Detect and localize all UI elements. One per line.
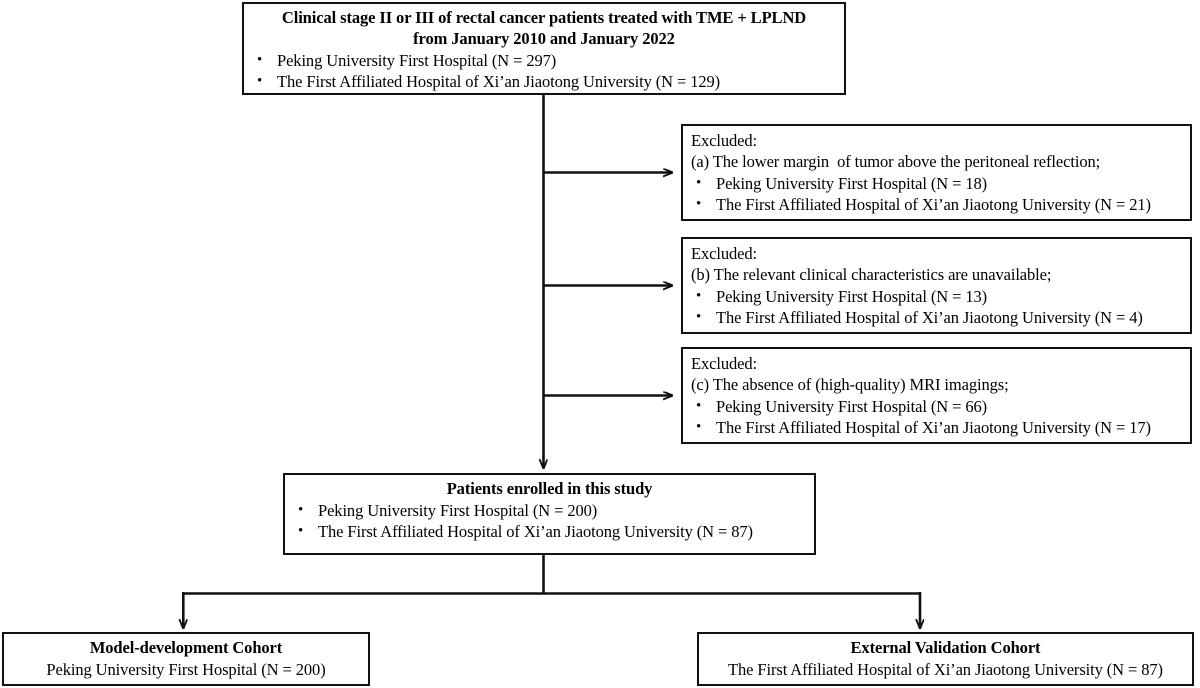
excluded-a-criterion: (a) The lower margin of tumor above the … bbox=[691, 152, 1101, 172]
excluded-c-heading: Excluded: bbox=[691, 354, 757, 373]
list-item-label: The First Affiliated Hospital of Xi’an J… bbox=[716, 308, 1143, 328]
box-eligible-population: Clinical stage II or III of rectal cance… bbox=[242, 2, 846, 95]
box-excluded-b: Excluded: (b) The relevant clinical char… bbox=[681, 237, 1192, 334]
bullet-icon: • bbox=[696, 174, 702, 191]
patients-enrolled-title: Patients enrolled in this study bbox=[446, 479, 653, 498]
bullet-icon: • bbox=[696, 397, 702, 414]
box-patients-enrolled: Patients enrolled in this study • Peking… bbox=[283, 473, 816, 555]
list-item: • Peking University First Hospital (N = … bbox=[293, 500, 806, 521]
bullet-icon: • bbox=[298, 501, 304, 518]
list-item-label: Peking University First Hospital (N = 29… bbox=[277, 50, 557, 70]
list-item-label: Peking University First Hospital (N = 13… bbox=[716, 286, 988, 306]
list-item: • Peking University First Hospital (N = … bbox=[691, 396, 1182, 417]
list-item: • Peking University First Hospital (N = … bbox=[252, 50, 836, 71]
list-item: • The First Affiliated Hospital of Xi’an… bbox=[691, 307, 1182, 328]
bullet-icon: • bbox=[257, 51, 263, 68]
excluded-b-heading: Excluded: bbox=[691, 244, 757, 263]
model-development-cohort-title: Model-development Cohort bbox=[89, 638, 283, 657]
list-item: • The First Affiliated Hospital of Xi’an… bbox=[252, 71, 836, 92]
list-item: • Peking University First Hospital (N = … bbox=[691, 286, 1182, 307]
list-item: • The First Affiliated Hospital of Xi’an… bbox=[293, 521, 806, 542]
list-item-label: Peking University First Hospital (N = 66… bbox=[716, 396, 988, 416]
box-external-validation-cohort: External Validation Cohort The First Aff… bbox=[697, 632, 1194, 686]
bullet-icon: • bbox=[298, 523, 304, 540]
box-excluded-a: Excluded: (a) The lower margin of tumor … bbox=[681, 124, 1192, 221]
bullet-icon: • bbox=[696, 309, 702, 326]
eligible-population-title-line1: Clinical stage II or III of rectal cance… bbox=[281, 8, 807, 27]
list-item-label: The First Affiliated Hospital of Xi’an J… bbox=[716, 418, 1151, 438]
external-validation-cohort-title: External Validation Cohort bbox=[850, 638, 1041, 657]
eligible-population-title-line2: from January 2010 and January 2022 bbox=[413, 28, 675, 48]
excluded-b-criterion: (b) The relevant clinical characteristic… bbox=[691, 265, 1052, 285]
excluded-a-heading: Excluded: bbox=[691, 131, 757, 150]
list-item: • The First Affiliated Hospital of Xi’an… bbox=[691, 194, 1182, 215]
list-item-label: The First Affiliated Hospital of Xi’an J… bbox=[318, 522, 753, 542]
list-item-label: The First Affiliated Hospital of Xi’an J… bbox=[277, 72, 721, 91]
external-validation-cohort-subtitle: The First Affiliated Hospital of Xi’an J… bbox=[728, 659, 1163, 679]
box-excluded-c: Excluded: (c) The absence of (high-quali… bbox=[681, 347, 1192, 444]
list-item-label: Peking University First Hospital (N = 20… bbox=[318, 500, 598, 520]
bullet-icon: • bbox=[696, 196, 702, 213]
bullet-icon: • bbox=[696, 287, 702, 304]
list-item-label: Peking University First Hospital (N = 18… bbox=[716, 173, 988, 193]
bullet-icon: • bbox=[257, 73, 263, 89]
box-model-development-cohort: Model-development Cohort Peking Universi… bbox=[2, 632, 370, 686]
list-item: • The First Affiliated Hospital of Xi’an… bbox=[691, 417, 1182, 438]
list-item: • Peking University First Hospital (N = … bbox=[691, 173, 1182, 194]
excluded-c-criterion: (c) The absence of (high-quality) MRI im… bbox=[691, 375, 1009, 395]
bullet-icon: • bbox=[696, 419, 702, 436]
list-item-label: The First Affiliated Hospital of Xi’an J… bbox=[716, 195, 1151, 215]
model-development-cohort-subtitle: Peking University First Hospital (N = 20… bbox=[46, 659, 326, 679]
